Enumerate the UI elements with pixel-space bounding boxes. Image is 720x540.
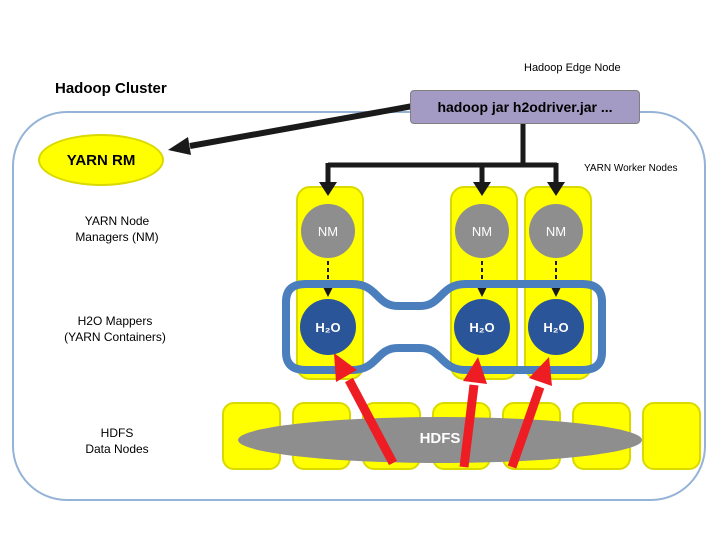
nm-circle-1: NM: [301, 204, 355, 258]
nm-circle-3: NM: [529, 204, 583, 258]
h2o-label: H₂O: [469, 319, 495, 335]
nm-circle-2: NM: [455, 204, 509, 258]
yarn-rm-node: YARN RM: [38, 134, 164, 186]
edge-node-caption: Hadoop Edge Node: [524, 62, 621, 74]
driver-command-text: hadoop jar h2odriver.jar ...: [437, 99, 613, 115]
h2o-label: H₂O: [543, 319, 569, 335]
nm-label: NM: [471, 223, 493, 239]
row-label-line: (YARN Containers): [64, 330, 166, 344]
nm-label: NM: [317, 223, 339, 239]
row-label-line: YARN Node: [84, 214, 150, 228]
h2o-circle-3: H₂O: [528, 299, 584, 355]
row-label-line: Managers (NM): [75, 230, 159, 244]
cluster-title: Hadoop Cluster: [55, 80, 167, 97]
h2o-label: H₂O: [315, 319, 341, 335]
row-label-hdfs-data-nodes: HDFS Data Nodes: [47, 425, 187, 457]
hdfs-data-node: [572, 402, 631, 470]
row-label-node-managers: YARN Node Managers (NM): [47, 213, 187, 245]
row-label-line: HDFS: [100, 426, 134, 440]
row-label-h2o-mappers: H2O Mappers (YARN Containers): [45, 313, 185, 345]
row-label-line: Data Nodes: [85, 442, 149, 456]
driver-command-box: hadoop jar h2odriver.jar ...: [410, 90, 640, 124]
hdfs-cloud-label: HDFS: [419, 430, 461, 447]
hdfs-data-node: [502, 402, 561, 470]
row-label-line: H2O Mappers: [77, 314, 153, 328]
hdfs-data-node: [642, 402, 701, 470]
hdfs-data-node: [292, 402, 351, 470]
yarn-rm-label: YARN RM: [66, 151, 136, 169]
h2o-circle-1: H₂O: [300, 299, 356, 355]
hdfs-data-node: [222, 402, 281, 470]
nm-label: NM: [545, 223, 567, 239]
worker-nodes-caption: YARN Worker Nodes: [584, 163, 678, 174]
h2o-circle-2: H₂O: [454, 299, 510, 355]
